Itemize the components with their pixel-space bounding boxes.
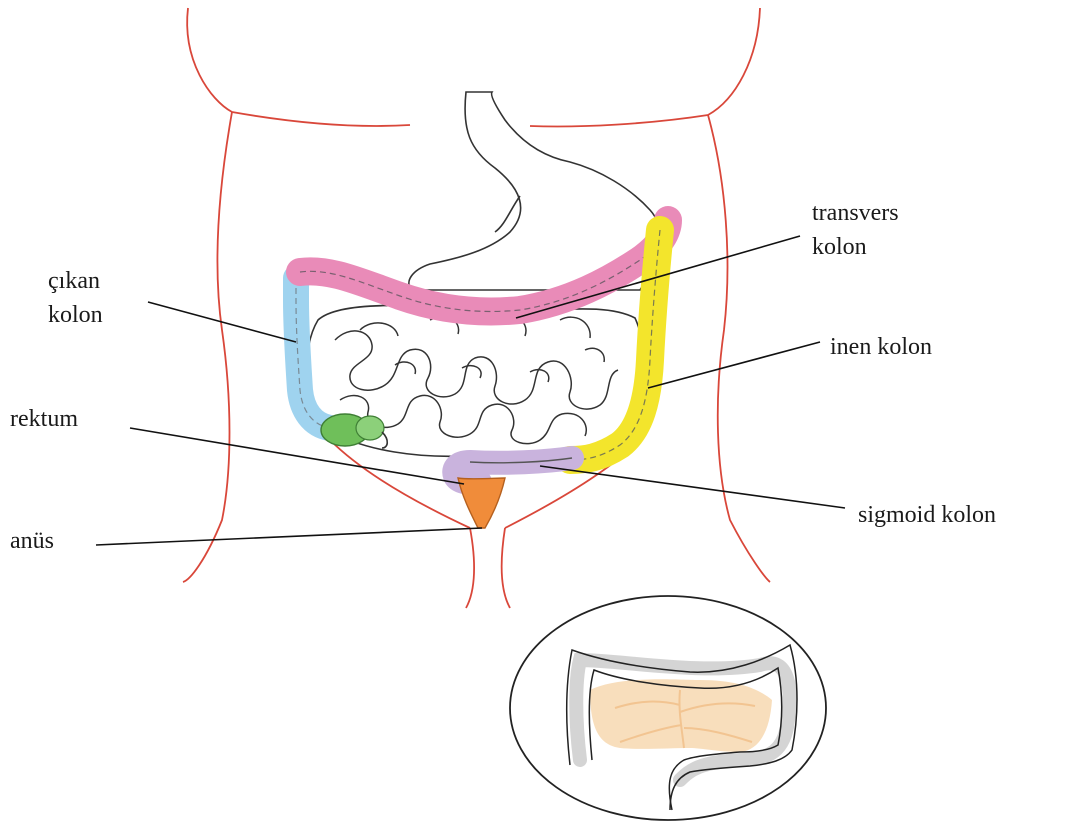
leader-line-inen-kolon [648,342,820,388]
colon-inset-illustration [510,596,826,820]
label-transvers-kolon: transvers kolon [812,196,899,264]
label-transvers-kolon-line2: kolon [812,230,899,264]
label-transvers-kolon-line1: transvers [812,196,899,230]
leader-line-sigmoid-kolon [540,466,845,508]
label-inen-kolon: inen kolon [830,330,932,364]
label-sigmoid-kolon: sigmoid kolon [858,498,996,532]
label-cikan-kolon-line1: çıkan [48,264,103,298]
rectum [458,478,505,528]
label-cikan-kolon-line2: kolon [48,298,103,332]
label-rektum: rektum [10,402,78,436]
label-anus: anüs [10,524,54,558]
leader-line-anus [96,528,482,545]
label-cikan-kolon: çıkan kolon [48,264,103,332]
